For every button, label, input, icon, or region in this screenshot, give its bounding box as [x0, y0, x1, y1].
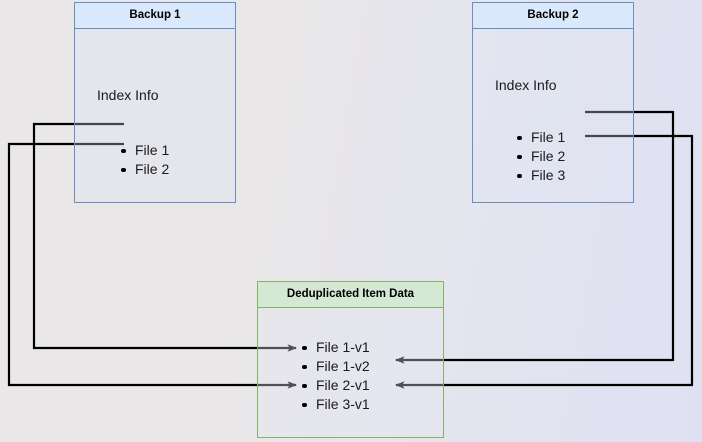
list-item[interactable]: File 1: [119, 141, 169, 160]
backup-2-index-info-label: Index Info: [495, 76, 557, 93]
backup-1-file-list: File 1 File 2: [119, 141, 169, 179]
backup-1-body: Index Info File 1 File 2: [75, 29, 235, 206]
list-item[interactable]: File 1-v1: [300, 338, 370, 357]
list-item[interactable]: File 3-v1: [300, 395, 370, 414]
backup-2-node[interactable]: Backup 2 Index Info File 1 File 2 File 3: [472, 2, 634, 203]
list-item[interactable]: File 2-v1: [300, 376, 370, 395]
edge-backup2-file2-to-dedup-file2v1: [395, 134, 694, 389]
deduplicated-item-data-node[interactable]: Deduplicated Item Data File 1-v1 File 1-…: [257, 281, 444, 438]
backup-1-title: Backup 1: [75, 3, 235, 29]
list-item[interactable]: File 2: [515, 147, 565, 166]
edge-backup1-file1-to-dedup-file1v1: [32, 122, 297, 352]
backup-2-file-list: File 1 File 2 File 3: [515, 128, 565, 185]
backup-2-title: Backup 2: [473, 3, 633, 29]
backup-2-body: Index Info File 1 File 2 File 3: [473, 29, 633, 206]
list-item[interactable]: File 1-v2: [300, 357, 370, 376]
deduplicated-item-list: File 1-v1 File 1-v2 File 2-v1 File 3-v1: [300, 338, 370, 414]
edge-backup1-file2-to-dedup-file2v1: [7, 142, 297, 389]
deduplicated-item-data-body: File 1-v1 File 1-v2 File 2-v1 File 3-v1: [258, 308, 443, 441]
list-item[interactable]: File 3: [515, 166, 565, 185]
list-item[interactable]: File 2: [119, 160, 169, 179]
edge-backup2-file1-to-dedup-file1v2: [395, 110, 675, 364]
backup-1-index-info-label: Index Info: [97, 86, 159, 103]
backup-1-node[interactable]: Backup 1 Index Info File 1 File 2: [74, 2, 236, 203]
list-item[interactable]: File 1: [515, 128, 565, 147]
deduplicated-item-data-title: Deduplicated Item Data: [258, 282, 443, 308]
